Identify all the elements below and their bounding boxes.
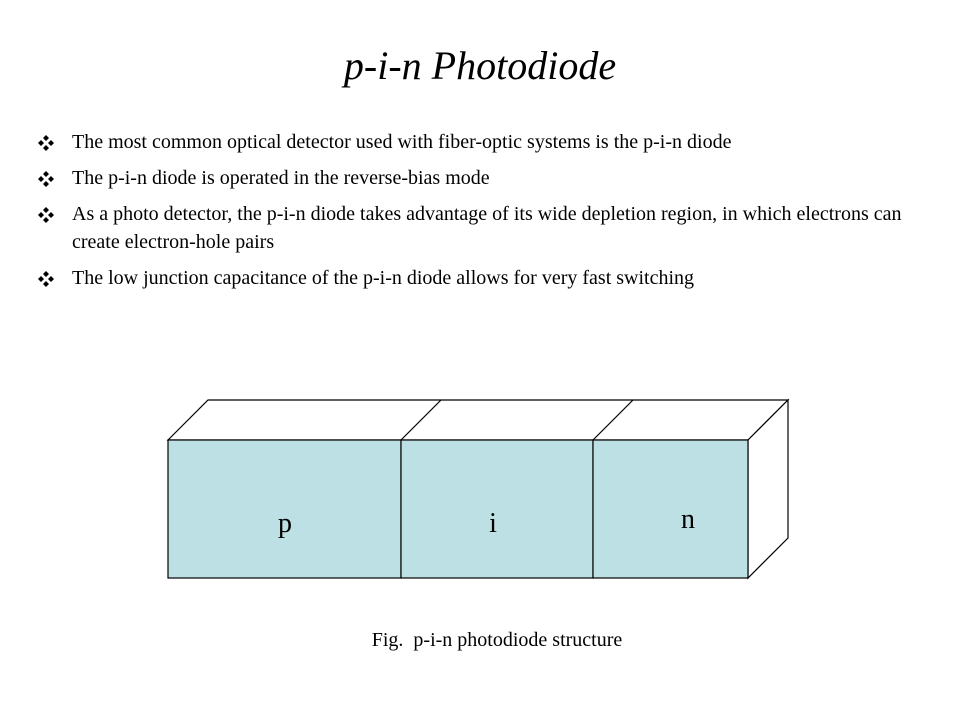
four-diamond-bullet-icon: [38, 171, 54, 187]
p-region: [167, 439, 402, 579]
p-i-boundary-line: [400, 399, 442, 441]
four-diamond-bullet-icon: [38, 271, 54, 287]
slide-title: p-i-n Photodiode: [343, 43, 617, 88]
bullet-list: The most common optical detector used wi…: [38, 128, 918, 300]
bullet-item: The low junction capacitance of the p-i-…: [38, 264, 918, 292]
p-label: p: [278, 508, 292, 539]
bullet-text: The most common optical detector used wi…: [72, 131, 732, 153]
bullet-text: The low junction capacitance of the p-i-…: [72, 267, 695, 289]
n-region: [592, 439, 749, 579]
bullet-text: As a photo detector, the p-i-n diode tak…: [72, 203, 902, 253]
diagram-top-face: [166, 399, 790, 441]
n-label: n: [681, 504, 695, 535]
bullet-text: The p-i-n diode is operated in the rever…: [72, 167, 490, 189]
i-region: [400, 439, 594, 579]
four-diamond-bullet-icon: [38, 207, 54, 223]
bullet-item: The p-i-n diode is operated in the rever…: [38, 164, 918, 192]
pin-structure-diagram: p i n: [166, 398, 790, 580]
figure-caption: Fig. p-i-n photodiode structure: [371, 629, 623, 651]
bullet-item: The most common optical detector used wi…: [38, 128, 918, 156]
i-label: i: [489, 508, 497, 539]
i-n-boundary-line: [592, 399, 634, 441]
four-diamond-bullet-icon: [38, 135, 54, 151]
bullet-item: As a photo detector, the p-i-n diode tak…: [38, 200, 918, 256]
